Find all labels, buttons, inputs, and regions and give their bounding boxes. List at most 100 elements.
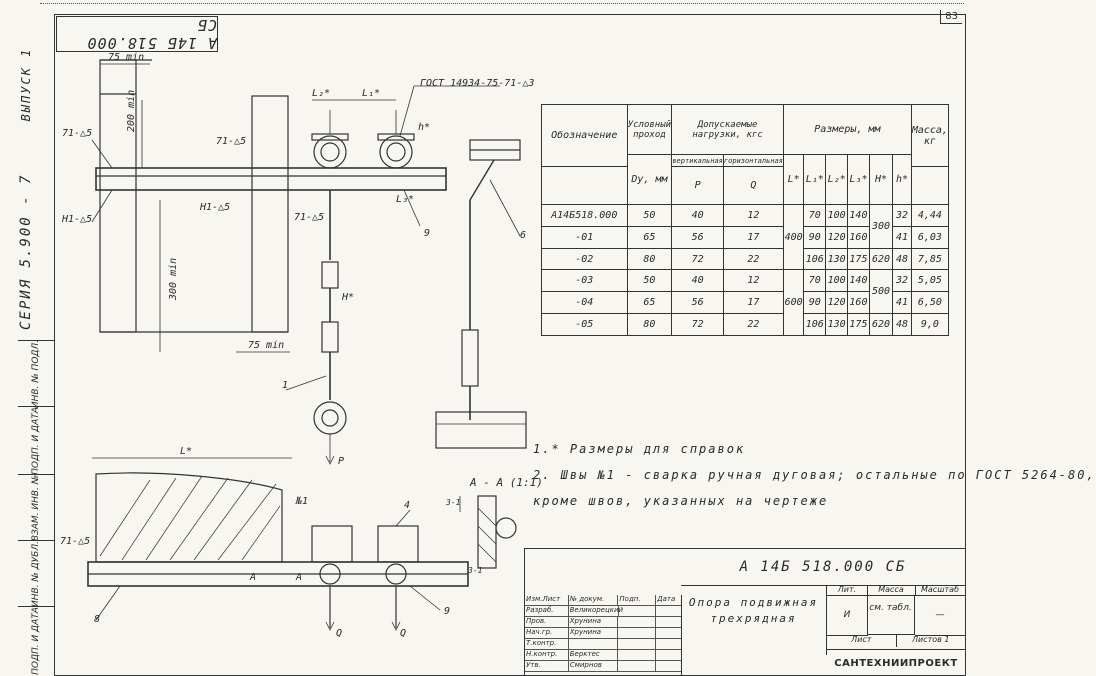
th-sizes: Размеры, мм [782,104,912,155]
strip-cell: ВЗАМ. ИНВ. № [18,474,54,541]
side-turnbuckle [461,329,479,387]
leader-lines [91,85,521,621]
dim-label: 200 min [126,89,137,132]
dim-label: L₁* [362,88,381,99]
weld-label: Н1-△5 [200,202,231,213]
weld-label: 71-△5 [294,212,325,223]
perforation-line [40,3,964,4]
position-label: 6 [520,230,527,241]
page-number: 83 [940,10,962,24]
signature-row: Нач.гр.Хрунина [525,628,681,639]
strip-cell: ПОДП. И ДАТА [18,406,54,475]
position-label: №1 [296,496,309,507]
signature-row: Утв.Смирнов [525,661,681,672]
bottom-clamp-right [377,525,419,563]
strip-cell: ПОДП. И ДАТА [18,606,54,675]
weld-label: 71-△5 [62,128,93,139]
dim-label: 75 min [248,340,285,351]
table-row: А14Б518.000 50 40 12 400 70 100 140 300 … [541,203,950,271]
load-label: Q [336,628,343,639]
th-h: H* [868,154,894,205]
section-dim: 3-1 [468,566,483,575]
position-label: 8 [94,614,101,625]
hatched-wall [95,472,283,563]
note-line: 2. Швы №1 - сварка ручная дуговая; остал… [533,468,1096,482]
th-horizontal: горизонтальная [722,154,784,167]
note-line: 1.* Размеры для справок [533,442,746,456]
position-label: 1 [282,380,289,391]
turnbuckle [321,261,339,289]
th-loads: Допускаемые нагрузки, кгс [671,104,784,155]
th-vertical: вертикальная [671,154,724,167]
drawing-sheet: 83 A 14Б 518.000 СБ СЕРИЯ 5.900 - 7 ВЫПУ… [18,3,1096,676]
product-name: Опора подвижная трехрядная [681,585,827,655]
note-line: кроме швов, указанных на чертеже [533,494,829,508]
dim-label: H* [342,292,355,303]
inventory-strip: ИНВ. № ПОДЛ. ПОДП. И ДАТА ВЗАМ. ИНВ. № И… [18,340,55,675]
th-p: P [671,166,724,205]
dim-label: L* [180,446,193,457]
pipe-clamp [313,135,347,169]
dim-label: h* [418,122,431,133]
load-label: Q [400,628,407,639]
th-conditional-pass: Условный проход [626,104,673,155]
position-label: 9 [444,606,451,617]
dim-label: 75 min [108,52,145,63]
th-l2: L₂* [825,154,849,205]
document-code-stamp: A 14Б 518.000 СБ [56,16,218,52]
weld-label: 71-△5 [60,536,91,547]
beam-outline-right [251,95,289,333]
section-mark: А [250,572,257,583]
organization-name: САНТЕХНИИПРОЕКТ [827,649,965,676]
strip-cell: ИНВ. № ДУБЛ. [18,540,54,607]
weld-label: Н1-△5 [62,214,93,225]
bottom-pipe-clamp [313,401,347,435]
signature-row: Пров.Хрунина [525,617,681,628]
top-view [95,59,447,465]
th-l: L* [782,154,805,205]
drawing-notes: 1.* Размеры для справок 2. Швы №1 - свар… [533,436,1096,514]
signature-row: Разраб.Великорецкий [525,606,681,617]
side-support-plate [435,411,527,449]
lit-mass-scale-grid: Лит. Масса Масштаб И см. табл. — [827,585,965,655]
position-label: 4 [404,500,411,511]
th-q: Q [722,166,784,205]
gost-label: ГОСТ 14934-75-71-△3 [420,78,535,89]
th-designation: Обозначение [541,104,628,167]
th-dy: Dу, мм [626,154,673,205]
blank [541,166,628,205]
bottom-clamp [311,525,353,563]
bottom-view [87,457,469,631]
section-dim: 3-1 [446,498,461,507]
title-block-code: А 14Б 518.000 СБ [681,549,965,586]
th-l3: L₃* [847,154,870,205]
th-l1: L₁* [803,154,827,205]
turnbuckle-lower [321,321,339,353]
weld-label: 71-△5 [216,136,247,147]
signature-row: Т.контр. [525,639,681,650]
dim-label: L₂* [312,88,331,99]
blank [910,166,950,205]
table-row: -03 50 40 12 600 70 100 140 500 32 5,05 [541,269,950,336]
section-a-a [459,495,517,569]
th-h-small: h* [892,154,912,205]
signature-row: Н.контр.Берктес [525,650,681,661]
position-label: P [338,456,345,467]
dim-label: 300 min [168,257,179,300]
side-view [435,139,527,449]
section-title: А - А (1:1) [470,476,543,489]
position-label: 9 [424,228,431,239]
sheet-count: Лист Листов 1 [827,635,965,647]
section-mark: А [296,572,303,583]
table-row: -02 80 72 22 106 130 175 620 48 7,85 [541,247,950,271]
dimensions-table: Обозначение Условный проход Допускаемые … [541,104,950,336]
dim-label: L₃* [396,194,415,205]
strip-cell: ИНВ. № ПОДЛ. [18,340,54,408]
th-mass: Масса, кг [910,104,950,167]
pipe-clamp [379,135,413,169]
table-row: -05 80 72 22 106 130 175 620 48 9,0 [541,313,950,336]
technical-drawing [87,59,527,631]
